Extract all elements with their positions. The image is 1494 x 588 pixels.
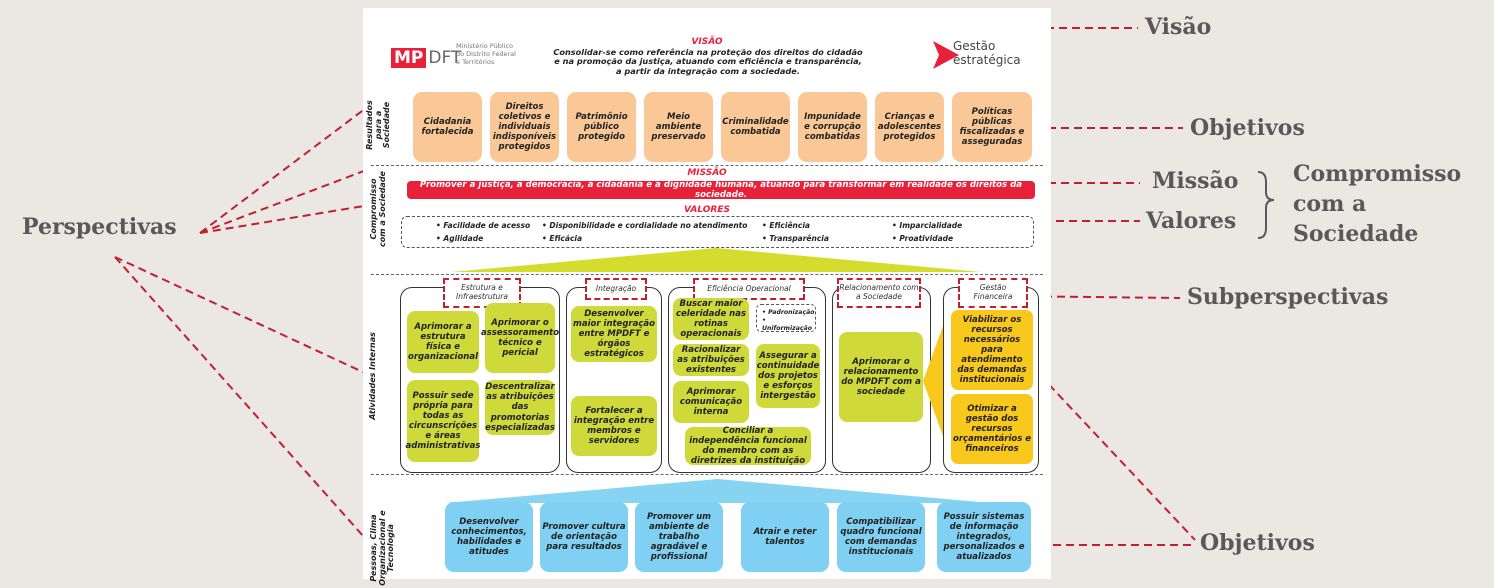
objective-ambiente-trabalho: Promover um ambiente de trabalho agradáv… bbox=[635, 502, 723, 572]
perspective-compromisso: Compromisso com a Sociedade bbox=[369, 171, 387, 247]
arrow-triangle-top bbox=[451, 248, 981, 272]
objective-direitos: Direitos coletivos e individuais indispo… bbox=[490, 92, 559, 162]
subperspective-integracao: Integração bbox=[585, 278, 647, 300]
valor-eficiencia: • Eficiência bbox=[762, 221, 810, 230]
objective-viabilizar-recursos: Viabilizar os recursos necessários para … bbox=[951, 310, 1033, 390]
arrow-triangle-left bbox=[923, 326, 943, 436]
objective-desenvolver-integracao: Desenvolver maior integração entre MPDFT… bbox=[571, 306, 657, 362]
visao-text: Consolidar-se como referência na proteçã… bbox=[553, 47, 863, 76]
valor-transparencia: • Transparência bbox=[762, 234, 829, 243]
objective-patrimonio: Patrimônio público protegido bbox=[567, 92, 636, 162]
objective-atrair-talentos: Atrair e reter talentos bbox=[741, 502, 829, 572]
valor-eficacia: • Eficácia bbox=[542, 234, 583, 243]
objective-otimizar-gestao: Otimizar a gestão dos recursos orçamentá… bbox=[951, 394, 1033, 464]
perspective-pessoas: Pessoas, Clima Organizacional e Tecnolog… bbox=[368, 510, 396, 586]
objective-meio-ambiente: Meio ambiente preservado bbox=[644, 92, 713, 162]
objective-racionalizar: Racionalizar as atribuições existentes bbox=[673, 344, 749, 376]
objective-fortalecer-integracao: Fortalecer a integração entre membros e … bbox=[571, 396, 657, 456]
annotation-objetivos-bottom: Objetivos bbox=[1200, 530, 1315, 556]
divider-3 bbox=[371, 474, 1043, 475]
objective-cultura-resultados: Promover cultura de orientação para resu… bbox=[540, 502, 628, 572]
annotation-perspectivas: Perspectivas bbox=[22, 214, 177, 240]
annotation-valores: Valores bbox=[1146, 208, 1237, 234]
visao-title: VISÃO bbox=[691, 37, 723, 47]
annotation-objetivos-top: Objetivos bbox=[1190, 115, 1305, 141]
objective-conciliar: Conciliar a independência funcional do m… bbox=[685, 426, 811, 466]
divider-1 bbox=[371, 165, 1043, 166]
valores-box: • Facilidade de acesso • Agilidade • Dis… bbox=[401, 216, 1034, 248]
objective-impunidade: Impunidade e corrupção combatidas bbox=[798, 92, 867, 162]
objective-quadro-funcional: Compatibilizar quadro funcional com dema… bbox=[837, 502, 925, 572]
objective-criminalidade: Criminalidade combatida bbox=[721, 92, 790, 162]
objective-politicas: Políticas públicas fiscalizadas e assegu… bbox=[952, 92, 1032, 162]
objective-comunicacao: Aprimorar comunicação interna bbox=[673, 381, 749, 423]
objective-desenvolver-conhecimentos: Desenvolver conhecimentos, habilidades e… bbox=[445, 502, 533, 572]
objective-criancas: Crianças e adolescentes protegidos bbox=[875, 92, 944, 162]
valores-title: VALORES bbox=[684, 205, 730, 215]
perspective-resultados: Resultados para a Sociedade bbox=[364, 100, 392, 150]
missao-title: MISSÃO bbox=[687, 168, 727, 178]
valor-imparcialidade: • Imparcialidade bbox=[892, 221, 963, 230]
valor-facilidade: • Facilidade de acesso bbox=[436, 221, 531, 230]
valor-disponibilidade: • Disponibilidade e cordialidade no aten… bbox=[542, 221, 748, 230]
gestao-logo-line2: estratégica bbox=[953, 53, 1021, 67]
annotation-compromisso: Compromisso com a Sociedade bbox=[1293, 161, 1462, 247]
objective-celeridade: Buscar maior celeridade nas rotinas oper… bbox=[673, 298, 749, 340]
annotation-missao: Missão bbox=[1152, 168, 1239, 194]
objective-cidadania: Cidadania fortalecida bbox=[413, 92, 482, 162]
objective-sede-propria: Possuir sede própria para todas as circu… bbox=[406, 380, 480, 462]
subperspective-eficiencia: Eficiência Operacional bbox=[693, 278, 805, 300]
missao-bar: Promover a justiça, a democracia, a cida… bbox=[407, 180, 1035, 200]
eficiencia-notes: • Padronização • Uniformização bbox=[756, 304, 816, 332]
divider-2 bbox=[371, 274, 1043, 275]
objective-descentralizar: Descentralizar as atribuições das promot… bbox=[485, 380, 555, 435]
subperspective-gestao: Gestão Financeira bbox=[958, 278, 1028, 308]
objective-relacionamento: Aprimorar o relacionamento do MPDFT com … bbox=[839, 332, 923, 422]
valor-agilidade: • Agilidade bbox=[436, 234, 484, 243]
annotation-visao: Visão bbox=[1145, 14, 1212, 40]
objective-aprimorar-assessoramento: Aprimorar o assessoramento técnico e per… bbox=[481, 303, 559, 373]
perspective-atividades: Atividades Internas bbox=[367, 332, 377, 420]
gestao-logo-mark-icon bbox=[933, 41, 959, 69]
gestao-estrategica-logo: Gestão estratégica bbox=[931, 39, 1035, 71]
gestao-logo-line1: Gestão bbox=[953, 39, 996, 53]
subperspective-relacionamento: Relacionamento com a Sociedade bbox=[837, 278, 921, 308]
logo-mp: MP bbox=[391, 48, 427, 68]
logo-dft: DFT bbox=[428, 48, 462, 68]
annotation-subperspectivas: Subperspectivas bbox=[1187, 284, 1389, 310]
objective-continuidade: Assegurar a continuidade dos projetos e … bbox=[756, 344, 820, 408]
org-name: Ministério Público do Distrito Federal e… bbox=[456, 42, 516, 67]
objective-sistemas-informacao: Possuir sistemas de informação integrado… bbox=[937, 502, 1031, 572]
objective-aprimorar-estrutura: Aprimorar a estrutura física e organizac… bbox=[407, 311, 479, 373]
arrow-triangle-bottom bbox=[445, 479, 991, 503]
valor-proatividade: • Proatividade bbox=[892, 234, 954, 243]
